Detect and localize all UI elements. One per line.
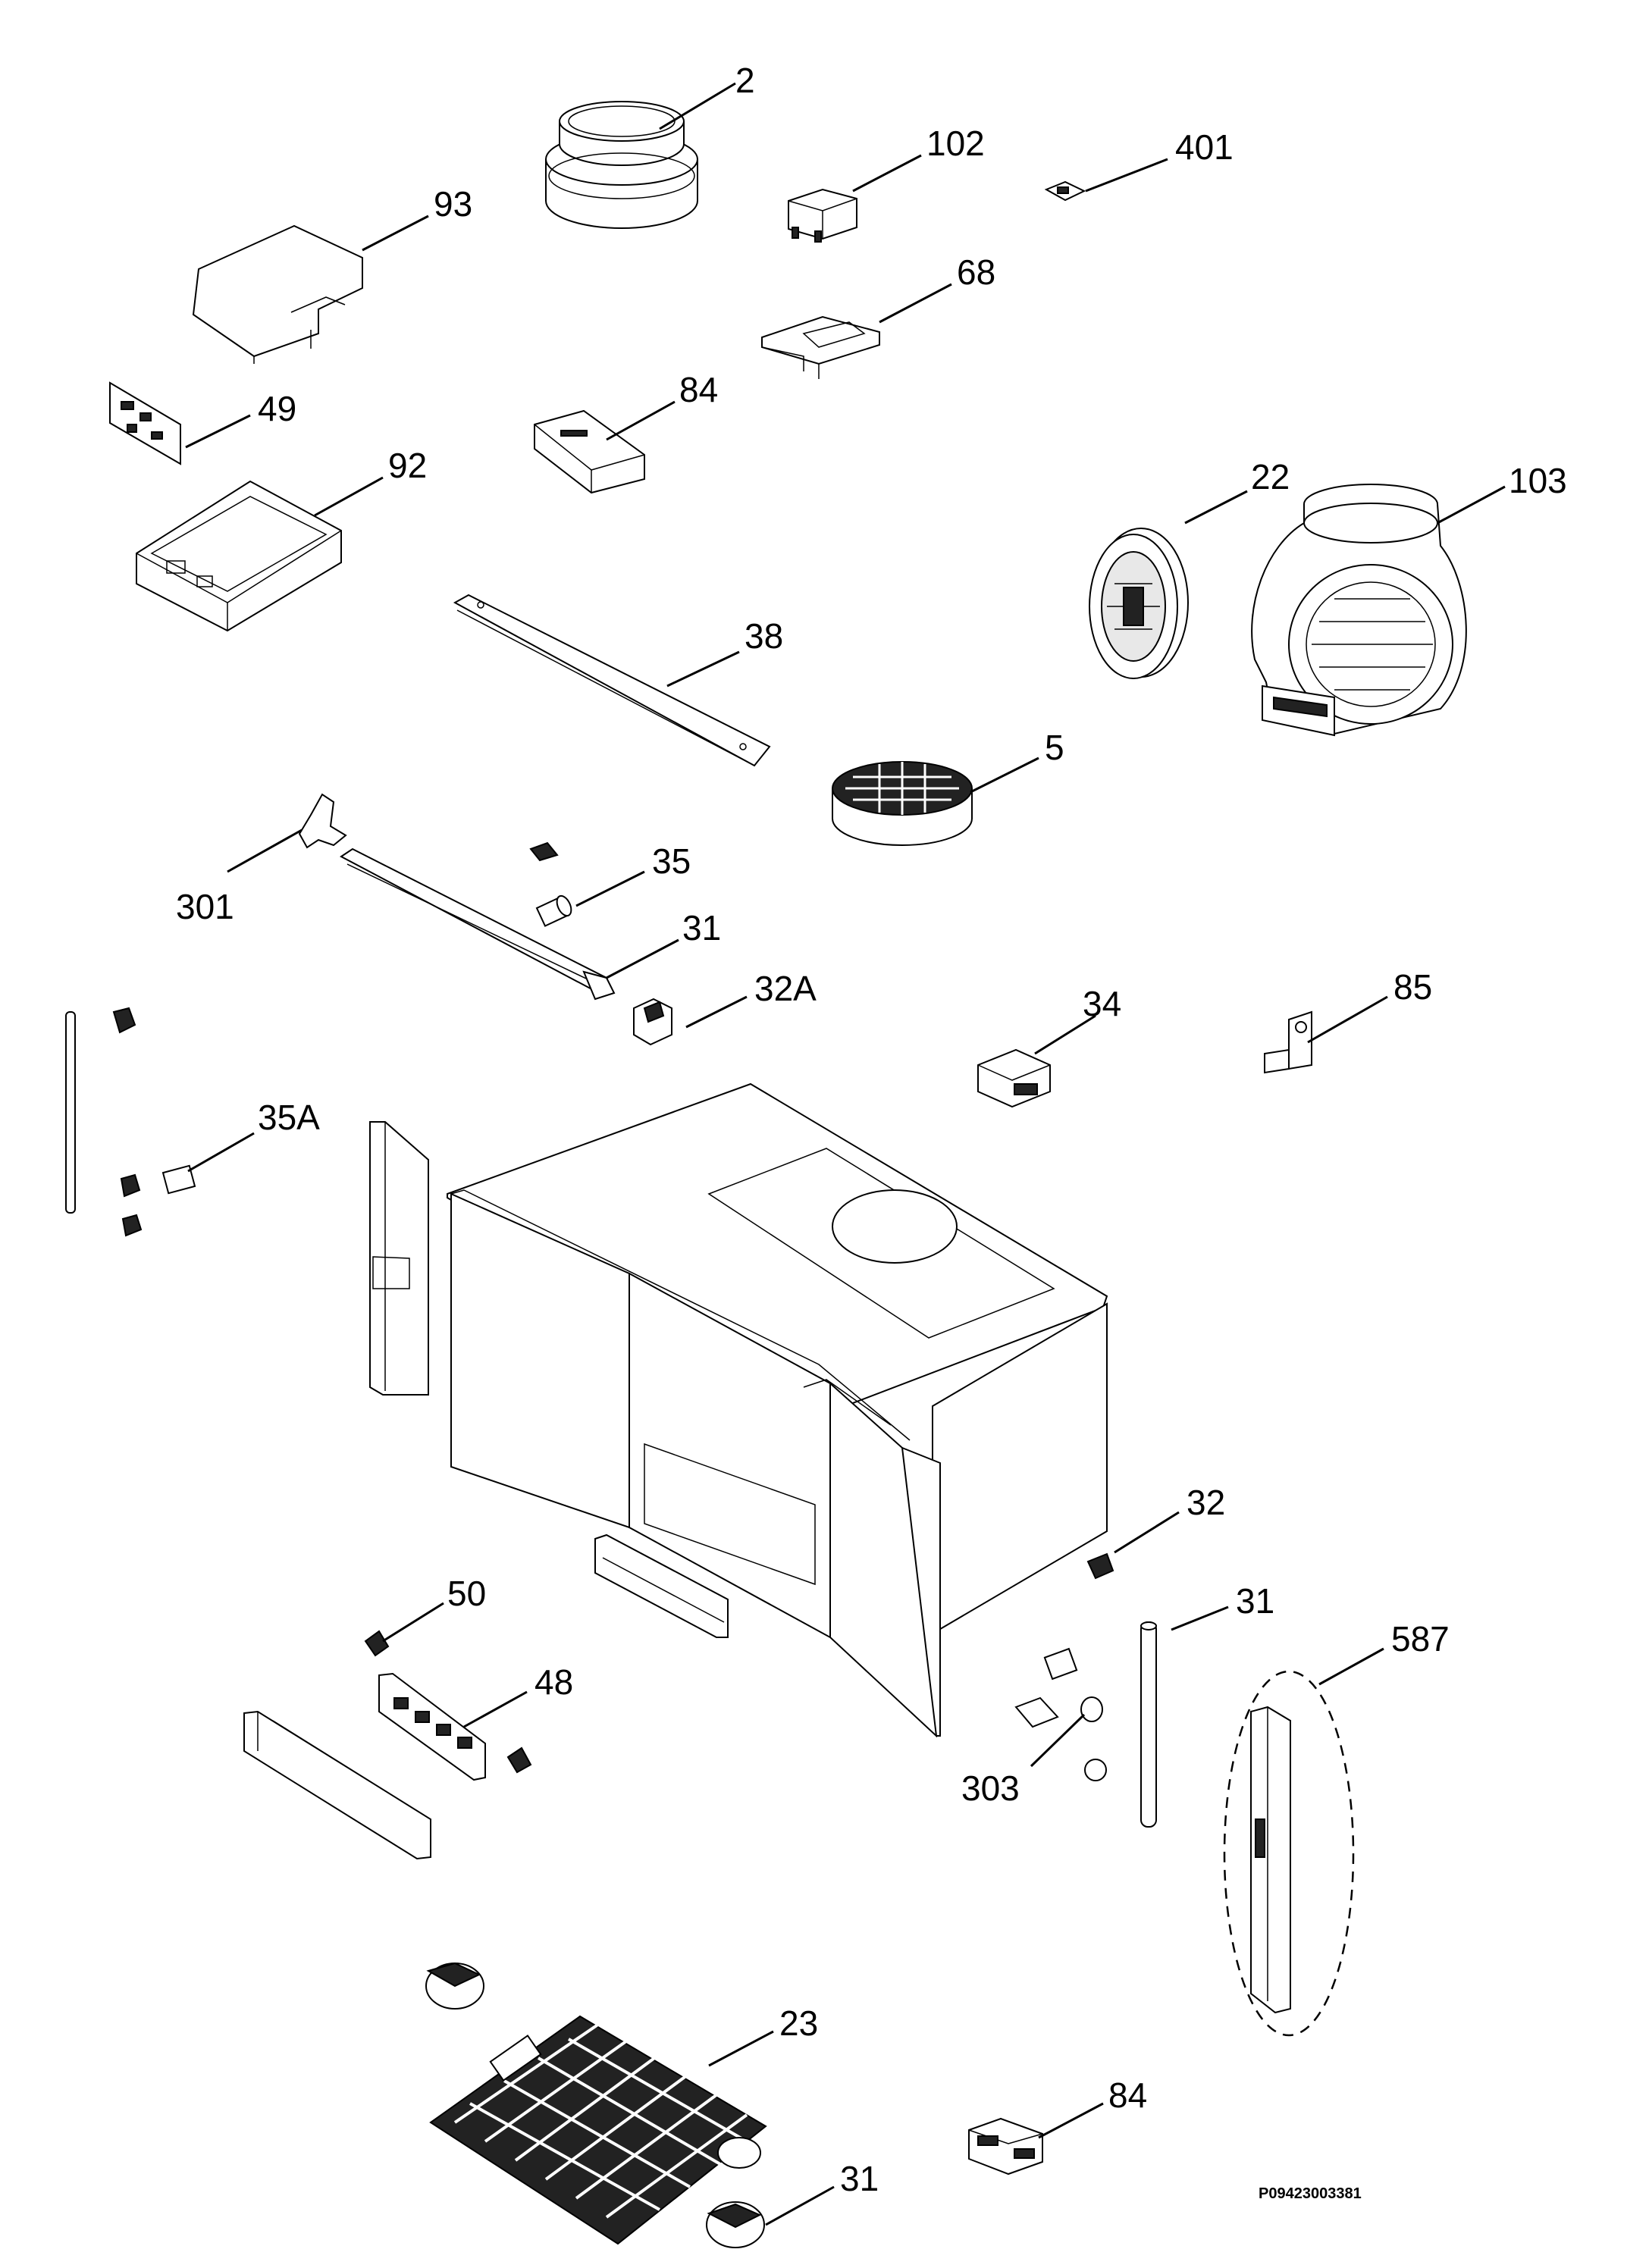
part-32-lamp-holder-right [1086, 1552, 1114, 1580]
part-84-ballast-bottom [968, 2117, 1043, 2176]
drawing-code: P09423003381 [1259, 2185, 1362, 2202]
callout-22: 22 [1251, 457, 1290, 497]
callout-93: 93 [434, 184, 472, 224]
part-303-lamp-holders [1014, 1647, 1107, 1781]
part-92-electronics-housing [136, 480, 342, 632]
part-48-control-board [378, 1672, 486, 1781]
callout-23: 23 [779, 2003, 818, 2043]
callout-587: 587 [1391, 1619, 1450, 1659]
part-32A-lamp-holder [633, 998, 672, 1046]
callout-34: 34 [1083, 984, 1121, 1023]
callout-68: 68 [957, 252, 995, 292]
part-93-cover-plate [192, 224, 363, 364]
part-68-bracket [761, 315, 880, 379]
part-301-lamp-clip [298, 793, 347, 849]
part-left-side-panel [369, 1121, 429, 1396]
part-34-connector-block [977, 1048, 1051, 1108]
part-587-side-module-group [1223, 1670, 1355, 2037]
callout-85: 85 [1393, 967, 1432, 1007]
part-35-starter [529, 841, 572, 927]
part-102-component-box [788, 188, 857, 243]
part-50-clip [364, 1630, 532, 1774]
callout-35: 35 [652, 841, 691, 881]
part-5-round-filter [832, 761, 973, 846]
part-31-tube-upper [340, 847, 616, 1001]
callout-35A: 35A [258, 1098, 320, 1137]
part-35A-side-lamp-set [65, 1007, 196, 1237]
part-23-grille-filter [425, 1962, 767, 2248]
part-84-ballast-top [534, 409, 645, 494]
callout-2: 2 [735, 61, 755, 100]
callout-84-top: 84 [679, 370, 718, 409]
callout-38: 38 [745, 616, 783, 656]
part-hood-cabinet [447, 1082, 1108, 1738]
callout-102: 102 [926, 124, 985, 163]
part-103-motor-blower [1251, 484, 1467, 737]
callout-32A: 32A [754, 969, 817, 1008]
part-49-small-board [109, 381, 181, 465]
leader-lines [185, 82, 1506, 2226]
callout-303: 303 [961, 1768, 1020, 1808]
part-31-tube-right [1140, 1621, 1157, 1828]
callout-31-right: 31 [1236, 1581, 1274, 1621]
callout-401: 401 [1175, 127, 1234, 167]
callout-84-bottom: 84 [1108, 2075, 1147, 2115]
callout-labels: 2 102 401 93 68 49 84 92 22 103 38 5 35 … [176, 61, 1567, 2202]
callout-50: 50 [447, 1574, 486, 1613]
part-38-long-plate [453, 594, 771, 767]
callout-103: 103 [1509, 461, 1567, 500]
callout-49: 49 [258, 389, 296, 428]
part-front-rail [594, 1533, 729, 1638]
callout-92: 92 [388, 446, 427, 485]
part-22-fan-ring [1089, 528, 1189, 679]
callout-32: 32 [1187, 1483, 1225, 1522]
callout-31-bottom: 31 [840, 2159, 879, 2198]
part-85-angle-bracket [1264, 1010, 1312, 1074]
callout-31-upper: 31 [682, 908, 721, 948]
callout-48: 48 [534, 1662, 573, 1702]
callout-5: 5 [1045, 728, 1064, 767]
part-2-duct-adaptor [545, 101, 698, 229]
callout-301: 301 [176, 887, 234, 926]
part-control-panel-strip [243, 1710, 431, 1860]
part-401-small-clip [1044, 180, 1086, 202]
